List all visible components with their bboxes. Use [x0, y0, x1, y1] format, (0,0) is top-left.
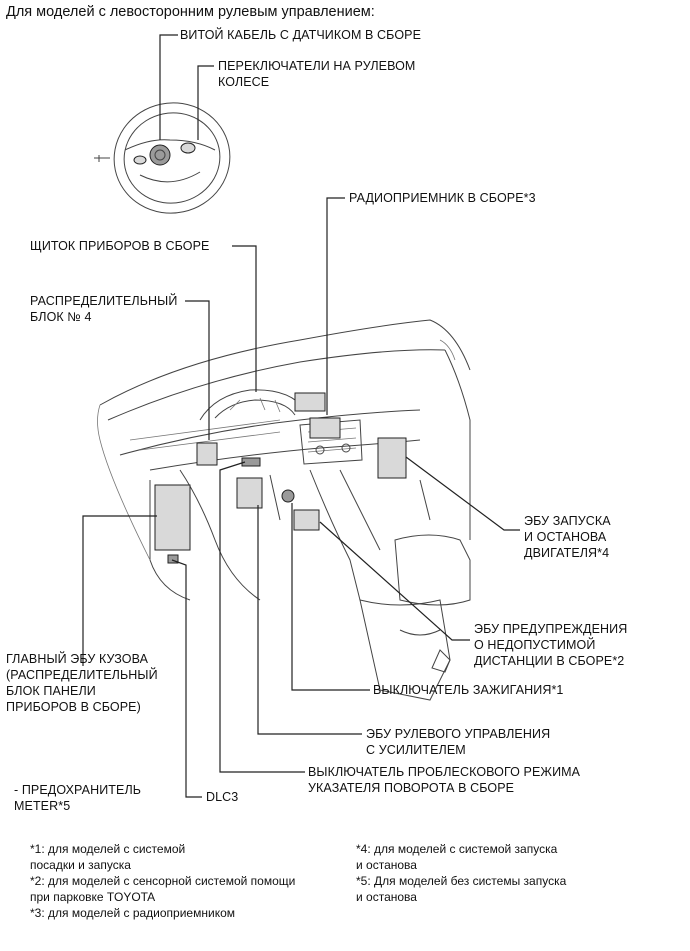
junction-block-4-component	[196, 442, 218, 466]
label-fuse-meter: - ПРЕДОХРАНИТЕЛЬ METER*5	[14, 783, 142, 813]
ignition-switch-component	[281, 489, 295, 503]
label-eps-ecu: ЭБУ РУЛЕВОГО УПРАВЛЕНИЯ С УСИЛИТЕЛЕМ	[366, 727, 551, 757]
eps-ecu-component	[236, 477, 263, 509]
steering-switch-component	[180, 142, 196, 154]
meter-component	[294, 392, 326, 412]
label-meter: ЩИТОК ПРИБОРОВ В СБОРЕ	[30, 239, 210, 253]
engine-ecu-component	[377, 437, 407, 479]
footnote-1: *1: для моделей с системой посадки и зап…	[30, 842, 186, 872]
label-main-body-ecu: ГЛАВНЫЙ ЭБУ КУЗОВА (РАСПРЕДЕЛИТЕЛЬНЫЙ БЛ…	[6, 652, 158, 714]
label-dlc3: DLC3	[206, 790, 239, 804]
footnote-4: *4: для моделей с системой запуска и ост…	[356, 842, 558, 872]
label-steering-switches: ПЕРЕКЛЮЧАТЕЛИ НА РУЛЕВОМ КОЛЕСЕ	[218, 59, 416, 89]
footnote-5: *5: Для моделей без системы запуска и ос…	[356, 874, 567, 904]
steering-wheel-drawing	[94, 102, 231, 214]
clearance-ecu-component	[293, 509, 320, 531]
dashboard-drawing	[97, 319, 471, 701]
label-hazard-switch: ВЫКЛЮЧАТЕЛЬ ПРОБЛЕСКОВОГО РЕЖИМА УКАЗАТЕ…	[308, 765, 581, 795]
label-spiral-cable: ВИТОЙ КАБЕЛЬ С ДАТЧИКОМ В СБОРЕ	[180, 28, 422, 42]
label-engine-ecu: ЭБУ ЗАПУСКА И ОСТАНОВА ДВИГАТЕЛЯ*4	[524, 514, 611, 560]
label-clearance-ecu: ЭБУ ПРЕДУПРЕЖДЕНИЯ О НЕДОПУСТИМОЙ ДИСТАН…	[474, 622, 628, 668]
footnote-2: *2: для моделей с сенсорной системой пом…	[30, 874, 296, 904]
footnote-3: *3: для моделей с радиоприемником	[30, 906, 235, 920]
page-title: Для моделей с левосторонним рулевым упра…	[6, 4, 375, 20]
label-junction-block-4: РАСПРЕДЕЛИТЕЛЬНЫЙ БЛОК № 4	[30, 294, 178, 324]
dlc3-component	[167, 554, 179, 564]
hazard-switch-component	[241, 457, 261, 467]
main-body-ecu-component	[154, 484, 191, 551]
label-ignition-switch: ВЫКЛЮЧАТЕЛЬ ЗАЖИГАНИЯ*1	[373, 683, 564, 697]
radio-component	[309, 417, 341, 439]
spiral-cable-component	[149, 144, 171, 166]
label-radio: РАДИОПРИЕМНИК В СБОРЕ*3	[349, 191, 536, 205]
